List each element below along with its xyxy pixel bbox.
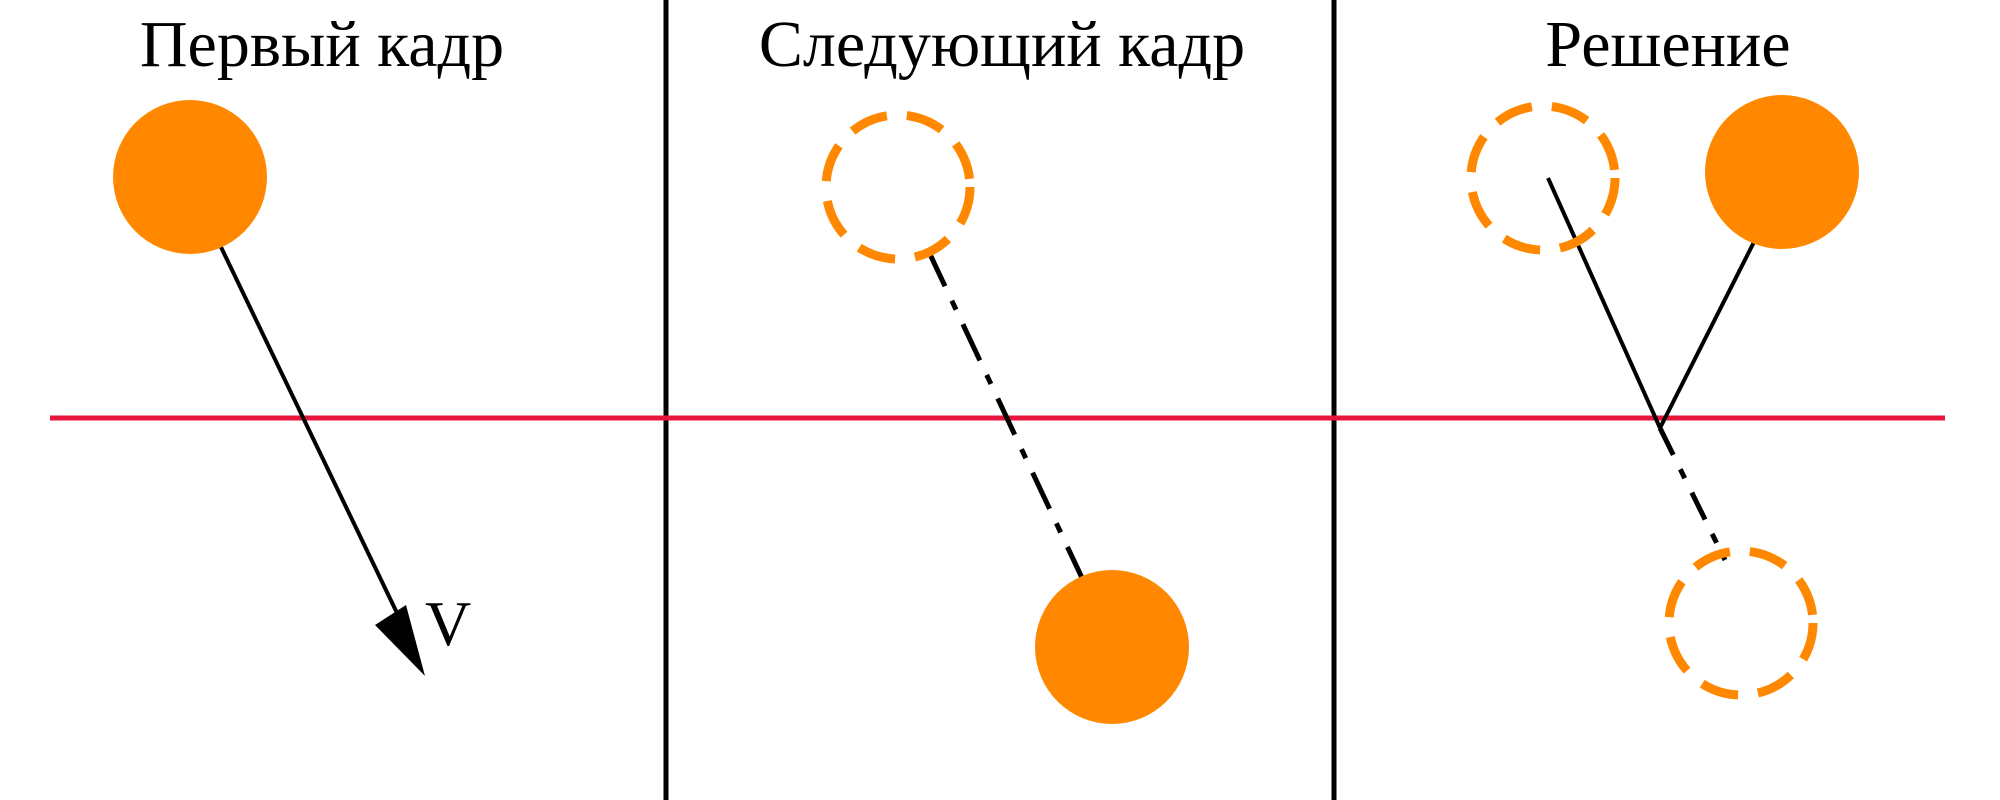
penetration-path-dashed	[1657, 426, 1728, 562]
panel-title-first-frame: Первый кадр	[140, 8, 504, 81]
path-dashed	[925, 248, 1086, 582]
panel-solution	[1466, 95, 1859, 700]
velocity-arrowhead	[375, 605, 425, 676]
panel-title-solution: Решение	[1545, 8, 1790, 81]
velocity-vector	[218, 244, 412, 641]
panel-first-frame: V	[113, 100, 471, 676]
ball-current	[113, 100, 267, 254]
panel-title-next-frame: Следующий кадр	[759, 8, 1245, 81]
reflected-path	[1658, 239, 1757, 429]
incoming-path	[1546, 177, 1662, 429]
panel-next-frame	[821, 110, 1189, 724]
velocity-label: V	[425, 588, 471, 659]
ball-previous-ghost	[821, 110, 975, 264]
ball-reflected	[1705, 95, 1859, 249]
ball-penetrated	[1035, 570, 1189, 724]
ball-previous-ghost	[1466, 101, 1620, 255]
ball-penetrated-ghost	[1664, 546, 1818, 700]
